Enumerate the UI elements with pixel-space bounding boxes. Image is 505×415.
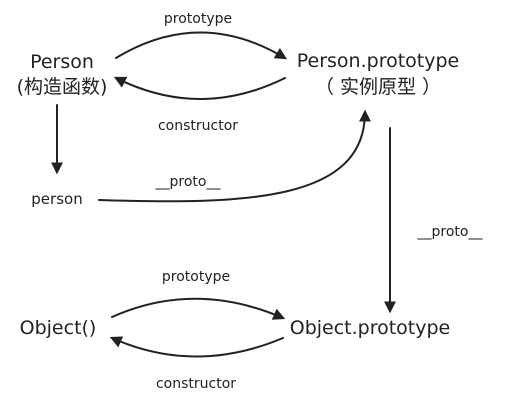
object-prototype-node: Object.prototype: [290, 317, 451, 339]
object-prototype-arrow: [111, 297, 286, 320]
person-prototype-node: Person.prototype: [297, 50, 459, 72]
person-prototype-label: prototype: [164, 11, 232, 27]
person-instance-node: person: [31, 190, 82, 208]
object-prototype-label: prototype: [162, 269, 230, 285]
person-constructor-label: constructor: [158, 118, 238, 134]
object-constructor-node: Object(): [20, 317, 97, 339]
object-constructor-arrow: [109, 336, 284, 358]
instance-proto-arrow: [98, 109, 371, 203]
person-constructor-arrow: [113, 76, 286, 100]
person-constructor-node: Person: [30, 51, 94, 73]
prototype-chain-label: __proto__: [417, 224, 484, 240]
person-constructor-subtitle: (构造函数): [17, 76, 108, 98]
instance-proto-label: __proto__: [155, 174, 222, 190]
person-prototype-subtitle: （ 实例原型 ）: [315, 76, 441, 98]
person-prototype-arrow: [115, 31, 288, 60]
object-constructor-label: constructor: [156, 376, 236, 392]
